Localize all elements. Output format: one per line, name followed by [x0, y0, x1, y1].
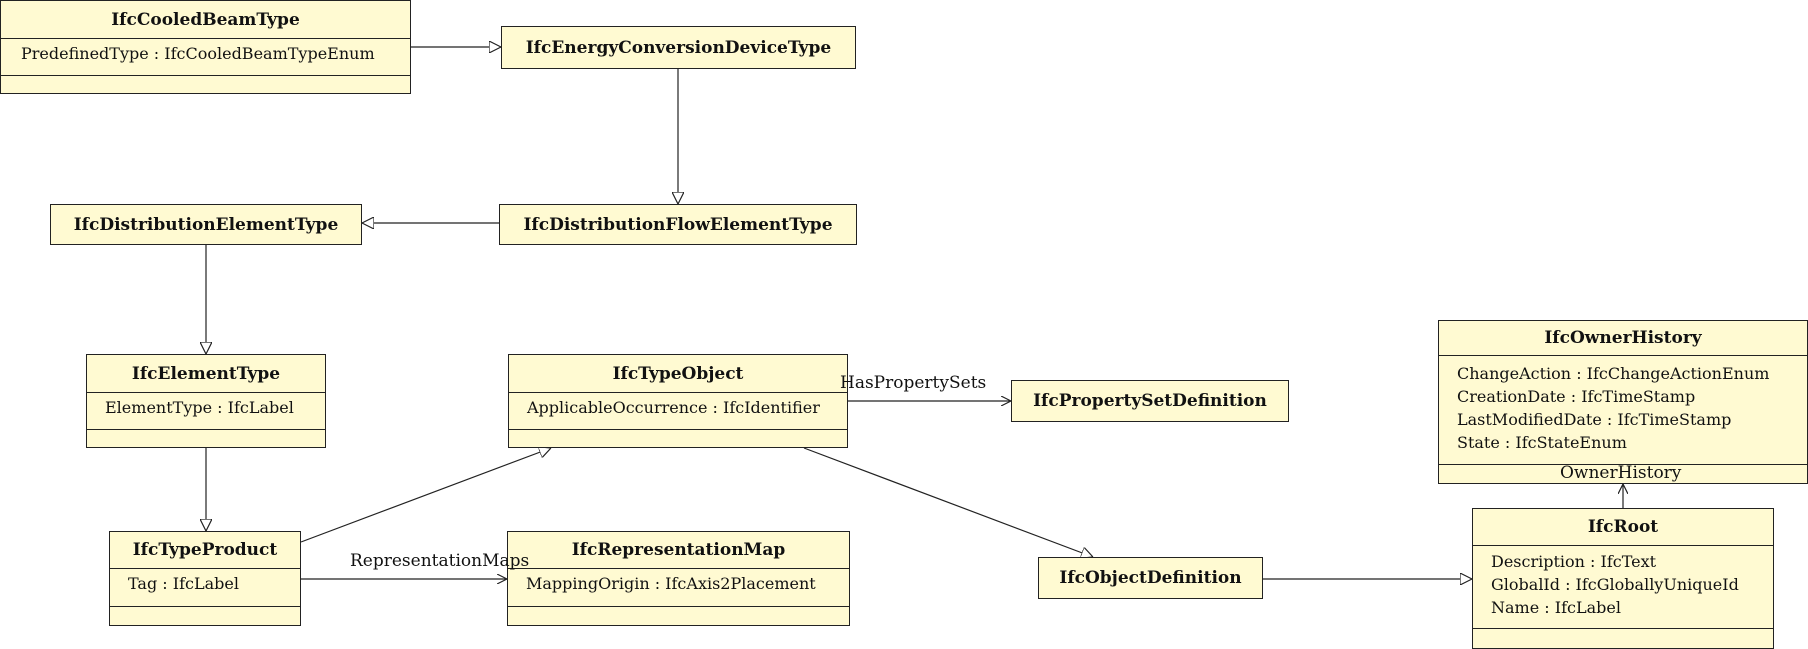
class-name: IfcRepresentationMap — [571, 540, 786, 560]
class-name: IfcTypeObject — [612, 363, 744, 384]
label-ownerhistory: OwnerHistory — [1560, 463, 1682, 483]
class-operations — [1473, 628, 1773, 648]
class-ifcdistributionflowelementtype[interactable]: IfcDistributionFlowElementType — [499, 204, 857, 245]
class-ifcroot[interactable]: IfcRoot Description : IfcText GlobalId :… — [1472, 508, 1774, 649]
class-operations — [508, 606, 849, 625]
attribute: CreationDate : IfcTimeStamp — [1457, 387, 1696, 406]
class-operations — [87, 429, 325, 447]
class-operations — [110, 606, 300, 625]
attribute: Description : IfcText — [1491, 552, 1657, 571]
class-attributes: Tag : IfcLabel — [110, 568, 300, 606]
class-ifcdistributionelementtype[interactable]: IfcDistributionElementType — [50, 204, 362, 245]
class-operations — [509, 429, 847, 447]
class-attributes: ApplicableOccurrence : IfcIdentifier — [509, 392, 847, 429]
attribute: State : IfcStateEnum — [1457, 433, 1627, 452]
generalization-typeobject-to-objectdefinition — [803, 447, 1093, 557]
class-name: IfcDistributionElementType — [73, 214, 339, 235]
attribute: Name : IfcLabel — [1491, 598, 1621, 617]
class-ifcrepresentationmap[interactable]: IfcRepresentationMap MappingOrigin : Ifc… — [507, 531, 850, 626]
class-ifcelementtype[interactable]: IfcElementType ElementType : IfcLabel — [86, 354, 326, 448]
class-name: IfcElementType — [131, 363, 281, 384]
class-attributes: Description : IfcText GlobalId : IfcGlob… — [1473, 545, 1773, 628]
class-name: IfcTypeProduct — [132, 540, 278, 560]
attribute: ElementType : IfcLabel — [105, 398, 294, 417]
generalization-typeproduct-to-typeobject — [300, 448, 551, 543]
class-name: IfcRoot — [1587, 517, 1659, 537]
class-ifcenergyconversiondevicetype[interactable]: IfcEnergyConversionDeviceType — [501, 26, 856, 69]
class-ifctypeobject[interactable]: IfcTypeObject ApplicableOccurrence : Ifc… — [508, 354, 848, 448]
class-attributes: MappingOrigin : IfcAxis2Placement — [508, 568, 849, 606]
class-operations — [1, 75, 410, 93]
class-ifccooledbeamtype[interactable]: IfcCooledBeamType PredefinedType : IfcCo… — [0, 0, 411, 94]
attribute: ChangeAction : IfcChangeActionEnum — [1457, 364, 1770, 383]
class-ifcownerhistory[interactable]: IfcOwnerHistory ChangeAction : IfcChange… — [1438, 320, 1808, 484]
class-name: IfcEnergyConversionDeviceType — [525, 37, 832, 58]
attribute: GlobalId : IfcGloballyUniqueId — [1491, 575, 1739, 594]
class-attributes: PredefinedType : IfcCooledBeamTypeEnum — [1, 38, 410, 75]
attribute: ApplicableOccurrence : IfcIdentifier — [527, 398, 820, 417]
class-name: IfcOwnerHistory — [1544, 328, 1702, 348]
attribute: Tag : IfcLabel — [128, 574, 239, 593]
attribute: MappingOrigin : IfcAxis2Placement — [526, 574, 816, 593]
class-ifcpropertysetdefinition[interactable]: IfcPropertySetDefinition — [1011, 380, 1289, 422]
class-attributes: ChangeAction : IfcChangeActionEnum Creat… — [1439, 355, 1807, 464]
attribute: PredefinedType : IfcCooledBeamTypeEnum — [21, 44, 375, 63]
class-name: IfcPropertySetDefinition — [1033, 391, 1267, 411]
class-operations — [1439, 464, 1807, 483]
attribute: LastModifiedDate : IfcTimeStamp — [1457, 410, 1732, 429]
class-name: IfcObjectDefinition — [1059, 568, 1242, 588]
class-ifcobjectdefinition[interactable]: IfcObjectDefinition — [1038, 557, 1263, 599]
label-representationmaps: RepresentationMaps — [350, 551, 530, 571]
class-attributes: ElementType : IfcLabel — [87, 392, 325, 429]
label-haspropertysets: HasPropertySets — [840, 373, 987, 393]
class-ifctypeproduct[interactable]: IfcTypeProduct Tag : IfcLabel — [109, 531, 301, 626]
class-name: IfcDistributionFlowElementType — [523, 214, 833, 235]
class-name: IfcCooledBeamType — [111, 9, 300, 30]
